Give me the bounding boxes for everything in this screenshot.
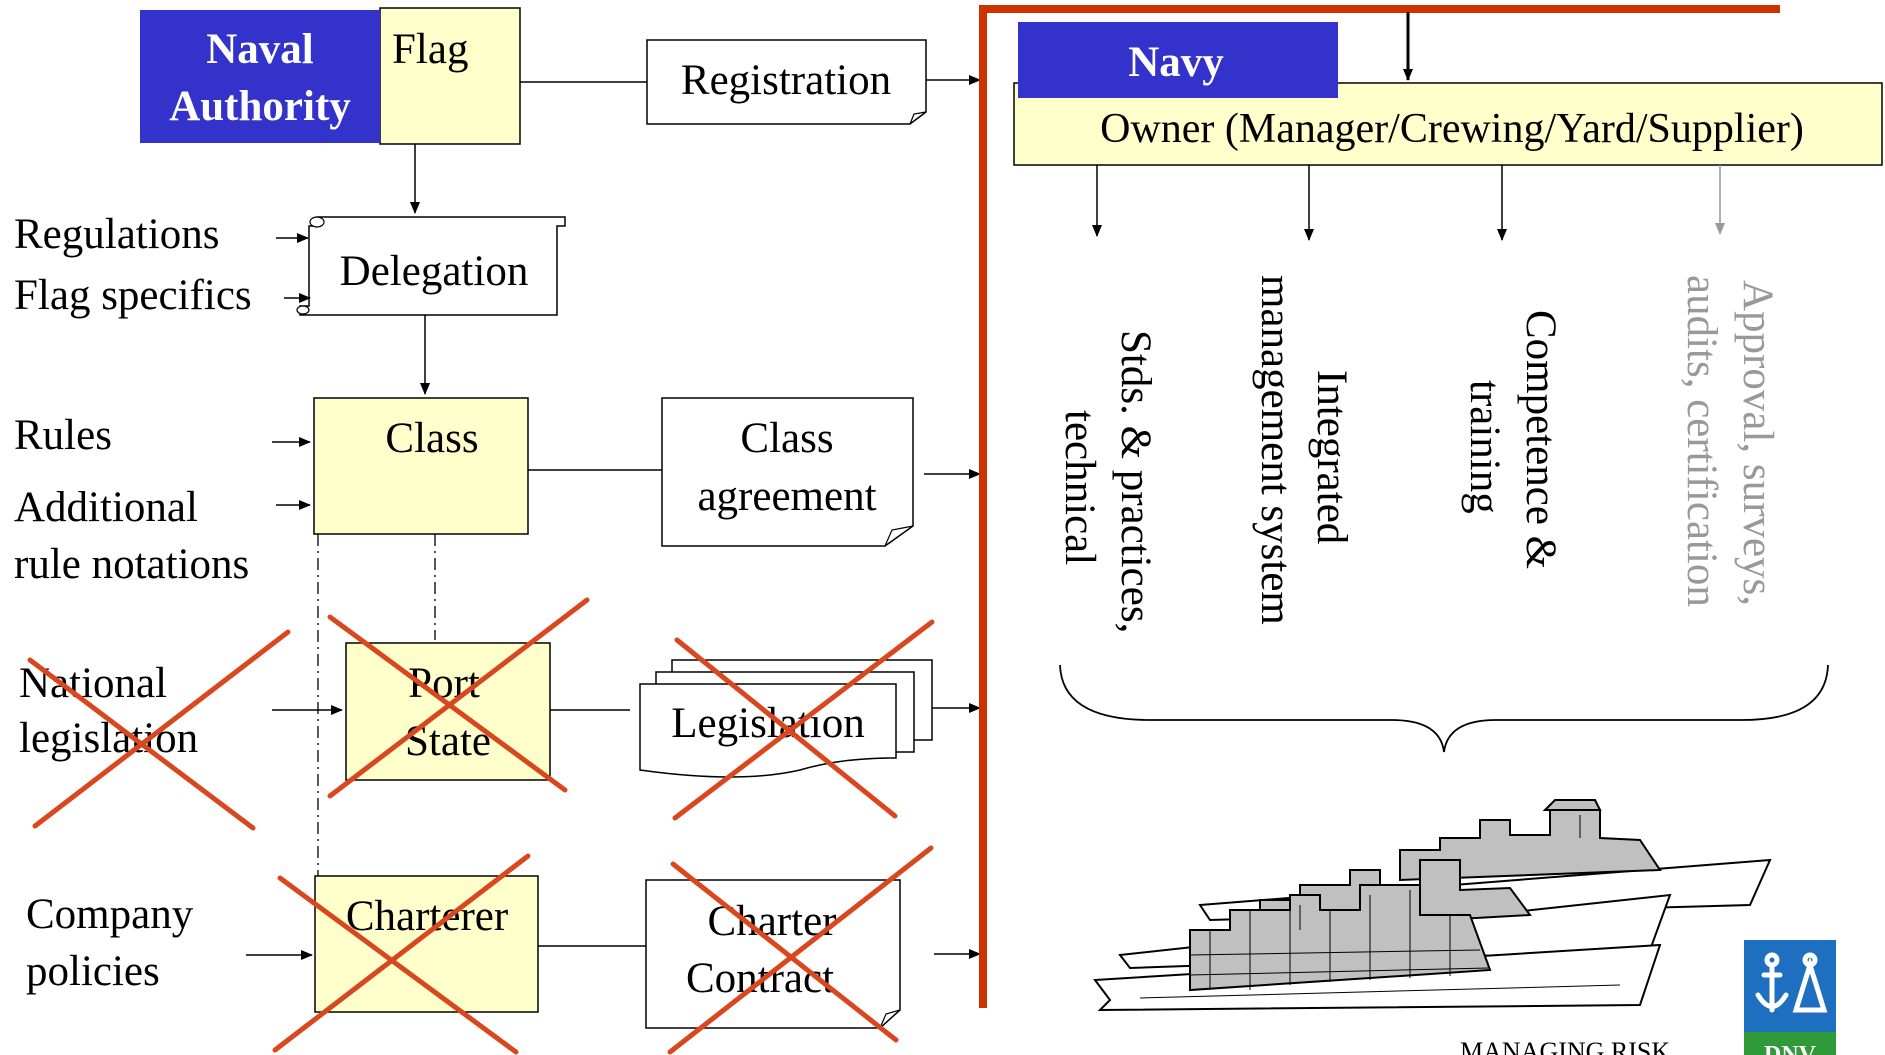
delegation-label: Delegation <box>340 248 529 295</box>
flag-label: Flag <box>392 26 468 73</box>
company-policies-label-1: Company <box>26 891 194 938</box>
branch-technical: Stds. & practices, technical <box>1056 330 1159 633</box>
branch-competence-line1: Competence & <box>1517 310 1564 569</box>
naval-authority-box <box>140 10 380 143</box>
navy-label: Navy <box>1128 39 1224 86</box>
additional-label-2: rule notations <box>14 541 249 588</box>
grouping-brace <box>1059 664 1829 753</box>
dnv-logo-text: DNV <box>1764 1042 1817 1055</box>
registration-label: Registration <box>681 57 891 104</box>
legislation-doc <box>639 659 933 778</box>
flag-specifics-label: Flag specifics <box>14 272 252 319</box>
registration-doc <box>646 39 927 125</box>
naval-authority-label-1: Naval <box>206 26 314 73</box>
owner-label: Owner (Manager/Crewing/Yard/Supplier) <box>1100 106 1804 152</box>
class-agreement-doc <box>661 397 914 547</box>
branch-approval-line2: audits, certification <box>1678 275 1725 607</box>
branch-management-line2: management system <box>1252 275 1299 625</box>
branch-approval: Approval, surveys, audits, certification <box>1678 275 1781 607</box>
class-agreement-label-1: Class <box>740 415 833 462</box>
class-agreement-label-2: agreement <box>697 473 876 520</box>
managing-risk-label: MANAGING RISK <box>1460 1037 1670 1055</box>
crossed-out-marks <box>27 597 935 1055</box>
branch-management: Integrated management system <box>1252 275 1355 625</box>
rules-label: Rules <box>14 412 112 459</box>
warships-illustration <box>1093 799 1772 1012</box>
navy-box <box>1018 22 1338 98</box>
class-box <box>313 397 529 535</box>
dnv-logo: DNV <box>1744 940 1836 1055</box>
branch-approval-line1: Approval, surveys, <box>1734 280 1781 606</box>
naval-authority-label-2: Authority <box>169 83 351 130</box>
regulations-label: Regulations <box>14 211 219 258</box>
class-label: Class <box>385 415 478 462</box>
delegation-scroll <box>299 216 566 316</box>
branch-technical-line1: Stds. & practices, <box>1112 330 1159 633</box>
branch-technical-line2: technical <box>1056 410 1103 565</box>
branch-competence-line2: training <box>1461 380 1508 514</box>
branch-competence: Competence & training <box>1461 310 1564 569</box>
legislation-label: Legislation <box>671 700 864 747</box>
additional-label-1: Additional <box>14 484 198 531</box>
branch-management-line1: Integrated <box>1308 370 1355 544</box>
flag-box <box>379 7 521 145</box>
company-policies-label-2: policies <box>26 948 160 995</box>
